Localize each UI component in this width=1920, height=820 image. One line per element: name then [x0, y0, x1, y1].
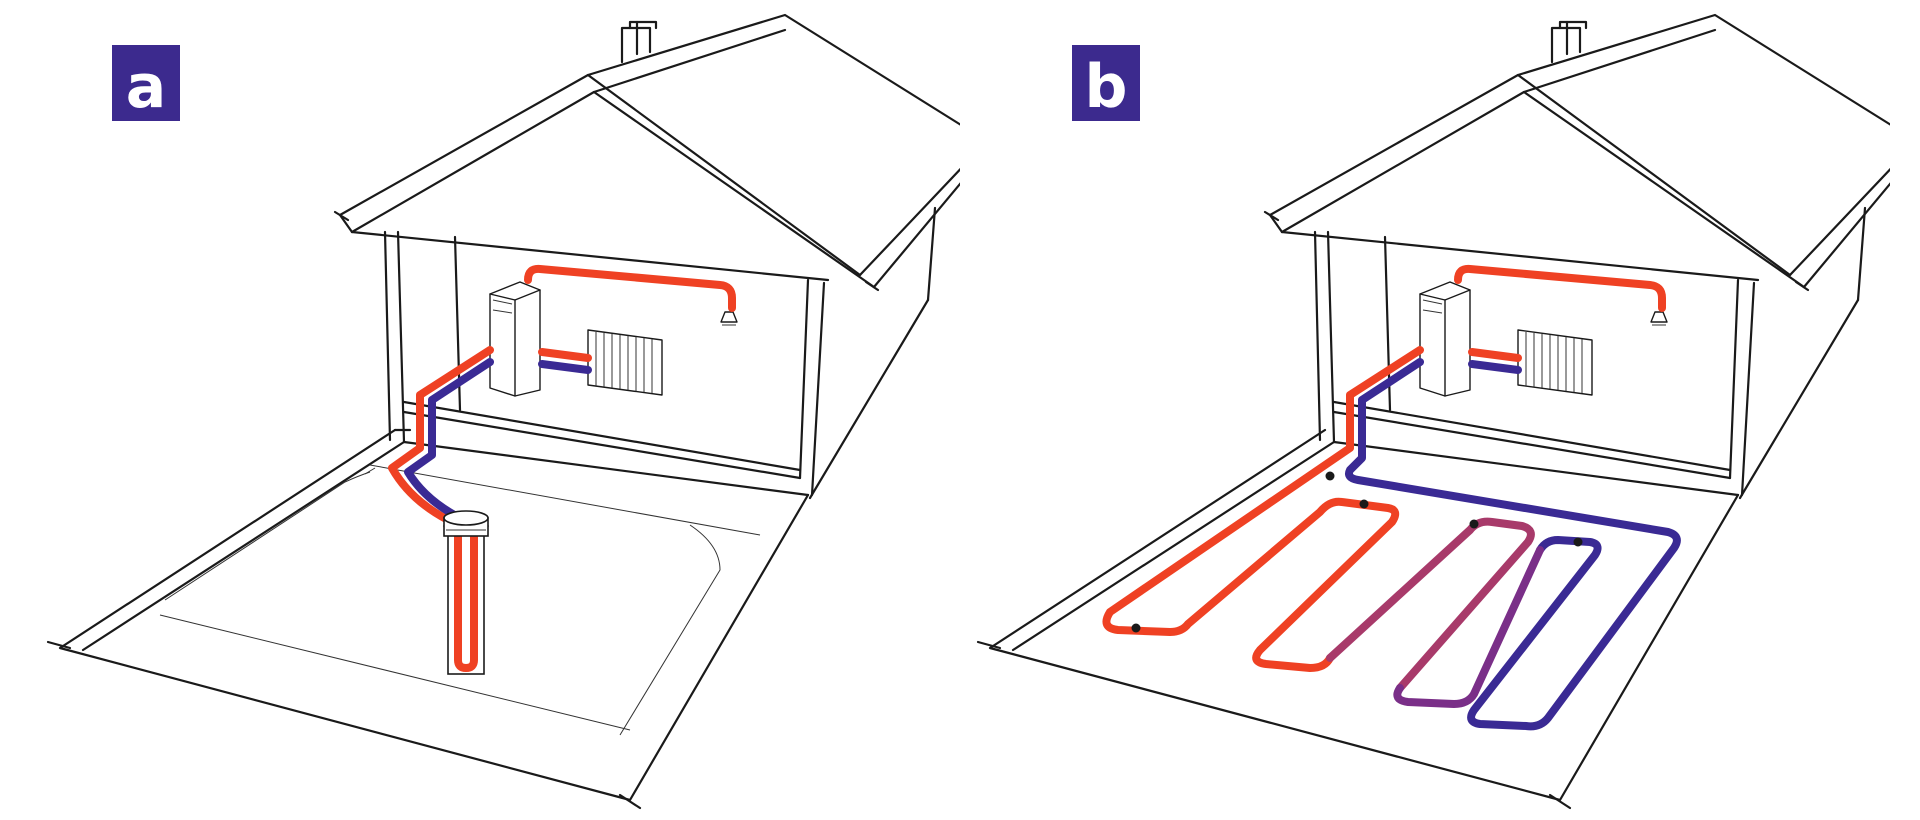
indoor-pipes [1454, 264, 1666, 374]
ground-plot [46, 428, 810, 810]
radiator-icon [587, 329, 663, 396]
panel-label-a: a [112, 45, 180, 122]
ceiling-lamp-icon [1650, 311, 1668, 326]
indoor-pipes [524, 264, 736, 374]
ceiling-lamp-icon [720, 311, 738, 326]
heat-pump-unit [1419, 281, 1471, 397]
diagram-b [976, 13, 1890, 810]
ground-loop [388, 346, 494, 524]
borehole-probe [443, 510, 489, 675]
panel-b: b [930, 0, 1890, 820]
house-outline [1263, 13, 1890, 500]
panel-a: a [46, 13, 960, 810]
ground-plot [976, 428, 1740, 810]
diagram-a [46, 13, 960, 810]
heat-pump-unit [489, 281, 541, 397]
house-outline [333, 13, 960, 500]
panel-label-b: b [1072, 45, 1140, 122]
radiator-icon [1517, 329, 1593, 396]
ground-loop [1102, 346, 1681, 731]
